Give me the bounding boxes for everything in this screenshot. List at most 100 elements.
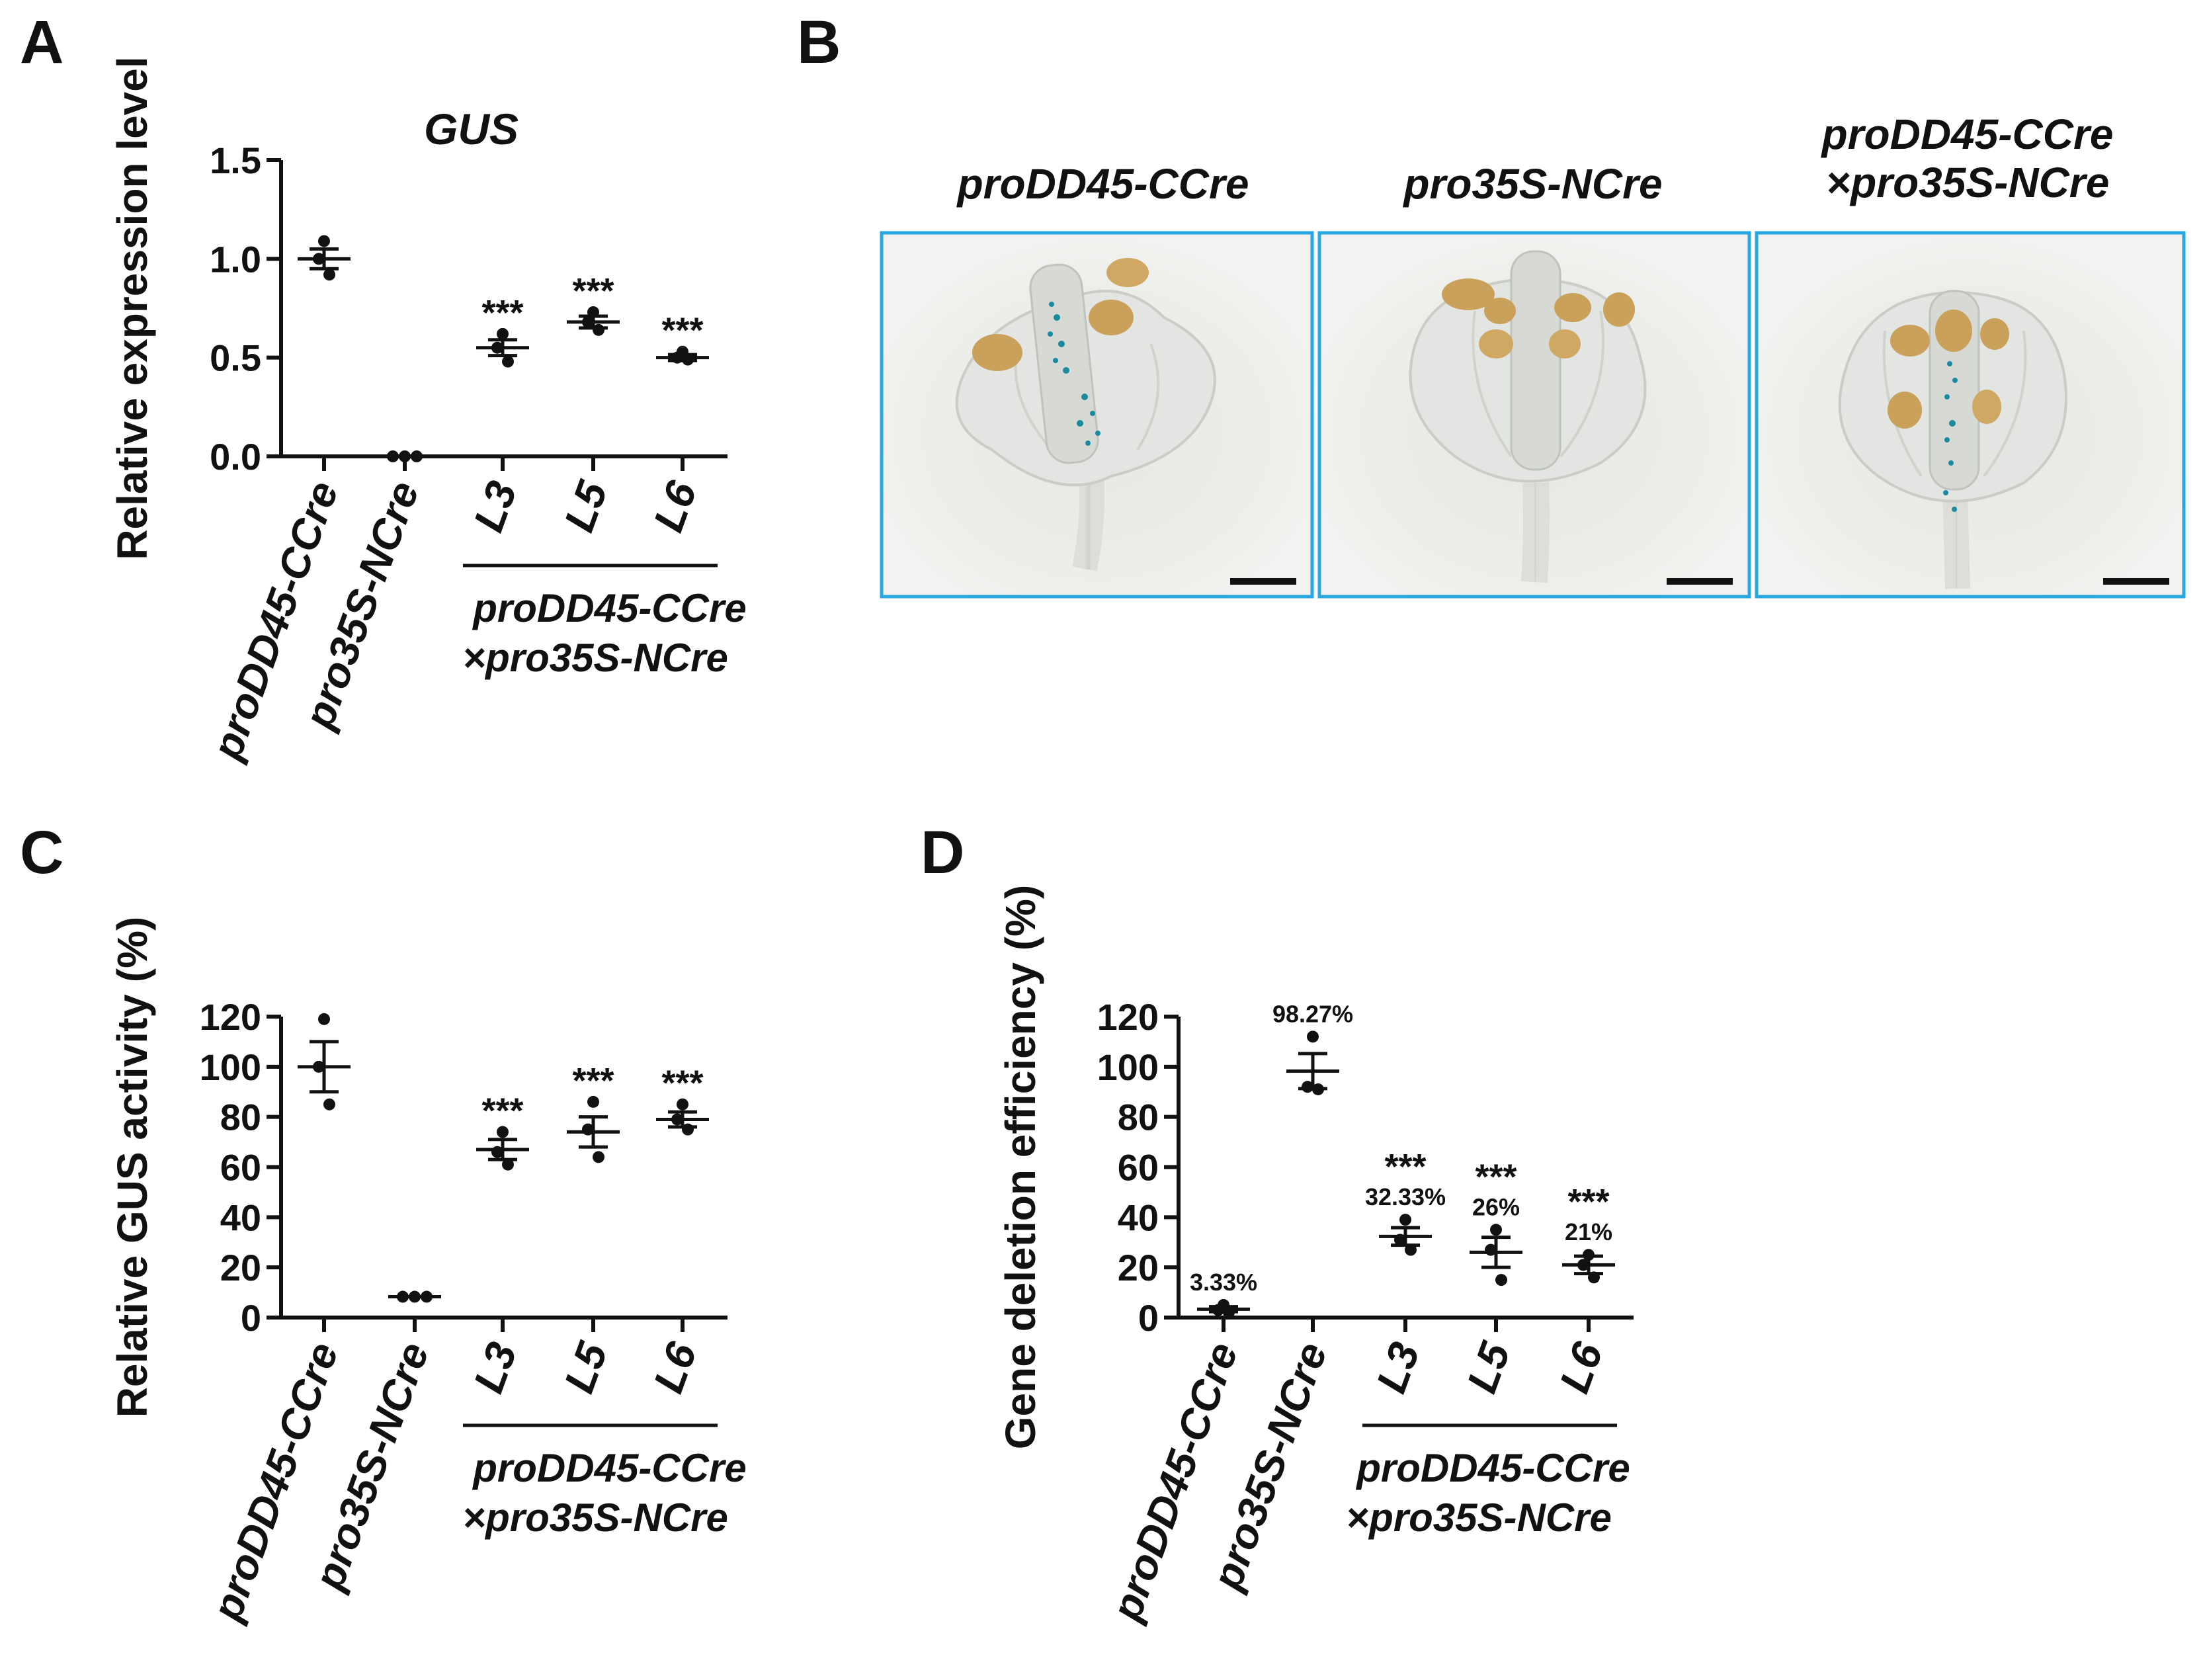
value-label-d: 26% <box>1472 1193 1520 1220</box>
group-label-a: proDD45-CCre <box>472 586 746 630</box>
value-label-d: 3.33% <box>1190 1269 1257 1296</box>
data-point-a <box>318 235 330 247</box>
data-point-a <box>582 315 594 328</box>
data-point-a <box>399 450 411 462</box>
group-label-a: ×pro35S-NCre <box>462 636 728 680</box>
y-tick-label-d: 0 <box>1138 1297 1159 1339</box>
y-tick-label-d: 80 <box>1118 1097 1159 1138</box>
x-tick-label-a: L6 <box>644 475 706 538</box>
data-point-c <box>318 1013 330 1025</box>
y-tick-label-c: 20 <box>220 1247 261 1288</box>
photo-2-title: pro35S-NCre <box>1402 160 1662 208</box>
data-point-c <box>671 1113 683 1126</box>
panel-letter-b: B <box>797 9 841 76</box>
y-tick-label-a: 0.5 <box>210 337 261 379</box>
y-tick-label-d: 20 <box>1118 1247 1159 1288</box>
panel-letter-a: A <box>20 9 63 76</box>
data-point-c <box>409 1290 421 1303</box>
data-point-d <box>1405 1243 1417 1256</box>
y-tick-label-c: 100 <box>200 1046 261 1088</box>
significance-label-c: *** <box>661 1064 703 1103</box>
data-point-d <box>1223 1306 1235 1319</box>
data-point-d <box>1312 1083 1324 1095</box>
y-axis-label-a: Relative expression level <box>108 56 156 560</box>
flower-illustration-2 <box>1409 250 1647 583</box>
flower-illustration-3 <box>1838 290 2067 589</box>
y-tick-label-a: 1.5 <box>210 140 261 181</box>
data-point-d <box>1399 1214 1411 1226</box>
significance-label-d: *** <box>1384 1147 1426 1187</box>
panel-b-photos: proDD45-CCre pro35S-NCre proDD45-CCre ×p… <box>880 110 2186 599</box>
data-point-a <box>593 323 604 336</box>
data-point-d <box>1490 1224 1502 1236</box>
data-point-a <box>411 450 423 462</box>
value-label-d: 98.27% <box>1272 1000 1353 1027</box>
value-label-d: 21% <box>1565 1218 1612 1245</box>
x-tick-label-d: L3 <box>1367 1336 1429 1399</box>
x-tick-label-c: L6 <box>644 1336 706 1399</box>
scale-bar-3 <box>2103 578 2169 585</box>
y-tick-label-c: 120 <box>200 996 261 1038</box>
flower-photo-3 <box>1755 231 2186 599</box>
significance-label-a: *** <box>661 311 703 351</box>
x-tick-label-a: L3 <box>464 475 526 538</box>
data-point-a <box>587 306 599 318</box>
x-tick-label-a: L5 <box>555 474 617 538</box>
y-tick-label-c: 60 <box>220 1147 261 1189</box>
data-point-d <box>1302 1081 1313 1093</box>
data-point-a <box>497 327 509 340</box>
data-point-d <box>1307 1030 1319 1043</box>
significance-label-a: *** <box>481 293 523 333</box>
data-point-c <box>682 1123 694 1136</box>
data-point-c <box>491 1146 503 1158</box>
y-axis-label-d: Gene deletion efficiency (%) <box>997 885 1044 1450</box>
data-point-a <box>323 269 335 281</box>
panel-letter-d: D <box>921 819 964 886</box>
data-point-c <box>582 1123 594 1136</box>
data-point-c <box>497 1126 509 1138</box>
x-tick-label-c: L5 <box>555 1335 617 1399</box>
data-point-a <box>502 355 514 368</box>
data-point-c <box>677 1098 688 1111</box>
data-point-d <box>1394 1234 1406 1246</box>
panel-letter-c: C <box>20 819 63 886</box>
x-tick-label-d: L6 <box>1550 1336 1612 1399</box>
flower-illustration-1 <box>955 258 1216 571</box>
data-point-d <box>1495 1274 1507 1286</box>
group-label-c: proDD45-CCre <box>472 1446 746 1490</box>
significance-label-c: *** <box>481 1091 523 1130</box>
x-tick-label-d: L5 <box>1458 1335 1520 1399</box>
photo-3-title-line-1: proDD45-CCre <box>1821 110 2114 158</box>
y-tick-label-d: 120 <box>1097 996 1159 1038</box>
y-tick-label-a: 1.0 <box>210 238 261 280</box>
photo-3-title-line-2: ×pro35S-NCre <box>1826 159 2110 206</box>
data-point-a <box>387 450 399 462</box>
significance-label-d: *** <box>1475 1157 1517 1197</box>
scale-bar-2 <box>1667 578 1733 585</box>
y-tick-label-d: 100 <box>1097 1046 1159 1088</box>
data-point-a <box>313 253 325 265</box>
scale-bar-1 <box>1230 578 1296 585</box>
group-label-d: proDD45-CCre <box>1355 1446 1630 1490</box>
y-tick-label-a: 0.0 <box>210 436 261 478</box>
y-tick-label-d: 60 <box>1118 1147 1159 1189</box>
group-label-d: ×pro35S-NCre <box>1346 1495 1612 1540</box>
y-axis-label-c: Relative GUS activity (%) <box>108 917 156 1418</box>
flower-photo-1 <box>880 231 1314 599</box>
x-tick-label-c: L3 <box>464 1336 526 1399</box>
value-label-d: 32.33% <box>1365 1183 1446 1210</box>
photo-1-title: proDD45-CCre <box>956 160 1249 208</box>
data-point-c <box>593 1151 604 1163</box>
y-tick-label-c: 80 <box>220 1097 261 1138</box>
data-point-c <box>323 1098 335 1111</box>
y-tick-label-c: 40 <box>220 1197 261 1238</box>
data-point-d <box>1588 1271 1600 1284</box>
data-point-d <box>1583 1249 1595 1261</box>
data-point-a <box>491 341 503 354</box>
data-point-c <box>313 1060 325 1073</box>
data-point-c <box>587 1095 599 1108</box>
